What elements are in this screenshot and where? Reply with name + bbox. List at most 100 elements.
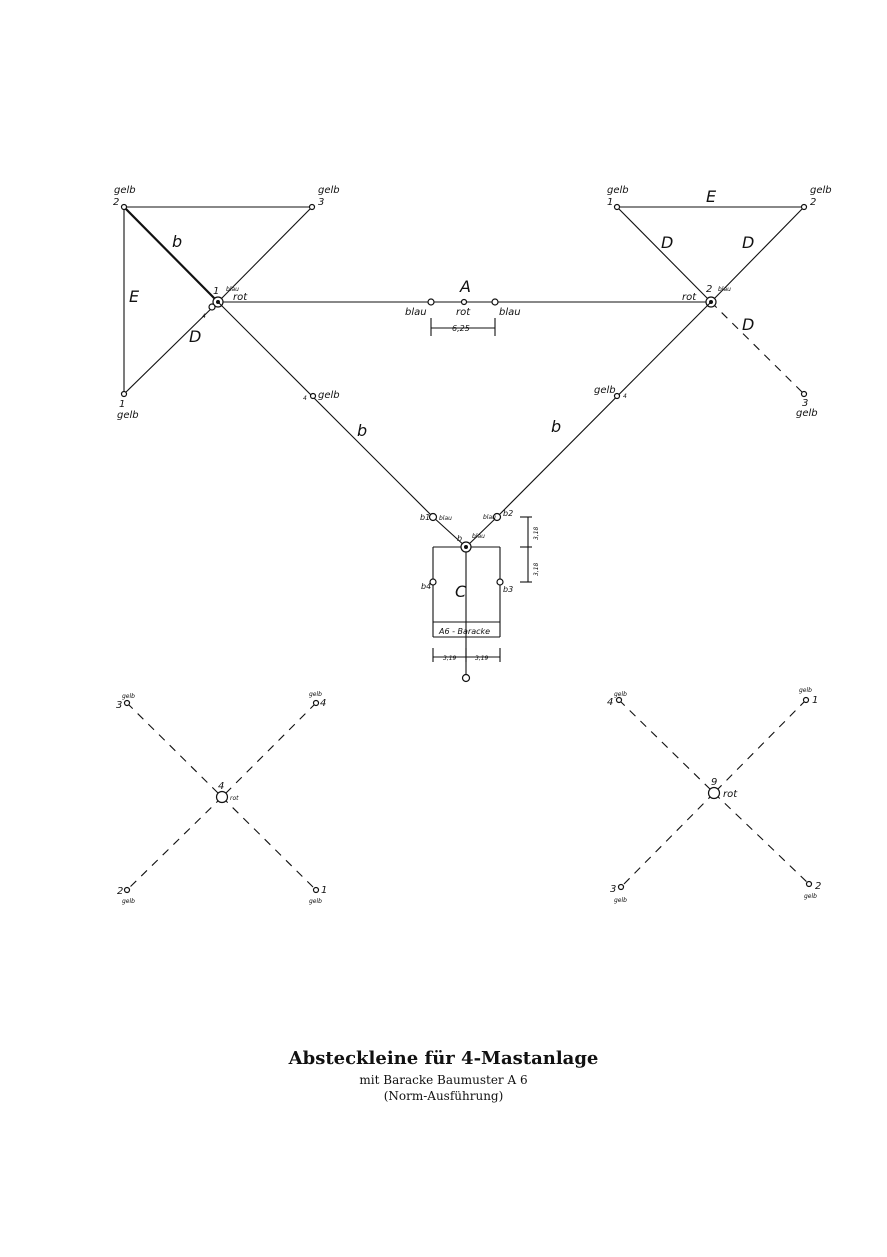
point-gelb-4-left (309, 392, 317, 400)
point-gelb-1-br (802, 696, 810, 704)
label-dim-center: 6,25 (452, 324, 470, 333)
label-gelb: gelb (114, 185, 136, 196)
x-dash-3 (620, 792, 715, 888)
point-gelb-2-tl (120, 203, 128, 211)
label-2: 2 (113, 197, 119, 208)
label-4: 4 (218, 781, 224, 792)
baracke-group: b1 blau b2 blau b blau b4 b3 C A6 - Bara… (420, 509, 540, 683)
label-1: 1 (812, 695, 818, 706)
label-9: 9 (711, 777, 717, 788)
label-gelb: gelb (318, 390, 340, 401)
label-rot: rot (230, 795, 239, 802)
label-b2: b2 (503, 509, 513, 518)
label-gelb: gelb (810, 185, 832, 196)
point-gelb-1-bl (312, 886, 320, 894)
label-2: 2 (815, 881, 821, 892)
label-3: 3 (318, 197, 324, 208)
label-3: 3 (610, 884, 616, 895)
point-rot-center (460, 298, 468, 306)
label-blau: blau (226, 286, 239, 293)
point-blau-right (491, 298, 499, 306)
label-gelb: gelb (309, 898, 322, 905)
label-blau: blau (439, 515, 452, 522)
x-dash-1 (126, 702, 223, 798)
point-gelb-3-tl (308, 203, 316, 211)
label-blau: blau (499, 307, 521, 318)
point-gelb-3-tr (800, 390, 808, 398)
label-4: 4 (320, 698, 326, 709)
label-blau: blau (483, 514, 496, 521)
point-gelb-4-br (615, 696, 623, 704)
point-gelb-4-right (613, 392, 621, 400)
x-dash-4 (221, 796, 317, 891)
label-gelb: gelb (318, 185, 340, 196)
label-b: b (551, 417, 561, 436)
label-gelb: gelb (799, 687, 812, 694)
label-b3: b3 (503, 585, 513, 594)
mast-1-aux (208, 303, 216, 311)
label-gelb: gelb (614, 897, 627, 904)
line-b-left-lower (217, 301, 434, 518)
label-e: E (129, 287, 140, 306)
label-e: E (706, 187, 717, 206)
label-3: 3 (116, 700, 122, 711)
x-dash-2 (713, 699, 807, 794)
x-dash-3 (126, 796, 223, 891)
label-gelb: gelb (607, 185, 629, 196)
x-dash-2 (221, 702, 317, 798)
point-blau-left (427, 298, 435, 306)
label-1: 1 (321, 885, 327, 896)
center-a-group: A blau rot blau 6,25 (405, 277, 521, 336)
label-gelb: gelb (117, 410, 139, 421)
point-gelb-2-br (805, 880, 813, 888)
label-1: 1 (119, 399, 125, 410)
caption-subtitle: mit Baracke Baumuster A 6 (359, 1073, 528, 1087)
label-baracke: A6 - Baracke (438, 627, 490, 636)
point-gelb-2-bl (123, 886, 131, 894)
line-b1-b (432, 516, 467, 548)
label-a: A (459, 277, 471, 296)
b-lines-group: 4 gelb gelb 4 b b (217, 301, 712, 518)
x-dash-4 (713, 792, 810, 885)
label-b: b (457, 534, 462, 543)
label-d: D (742, 233, 754, 252)
line-to-3-upper (217, 206, 313, 303)
label-gelb: gelb (614, 691, 627, 698)
point-b-inner (464, 545, 468, 549)
line-b-left-upper (123, 206, 219, 303)
label-1: 1 (607, 197, 613, 208)
label-gelb: gelb (309, 691, 322, 698)
label-4: 4 (303, 395, 307, 402)
point-b3 (496, 578, 504, 586)
line-d-right-right (710, 206, 805, 303)
label-2: 2 (117, 886, 123, 897)
mast-2-group: gelb 1 gelb 2 E D D D 2 rot blau 3 gelb (607, 185, 832, 419)
label-dim-318: 3,18 (533, 562, 540, 576)
point-gelb-4-bl (312, 699, 320, 707)
mast-9 (707, 786, 721, 800)
label-dim-318: 3,18 (533, 526, 540, 540)
label-dim-319: 3,19 (443, 655, 457, 662)
line-d-right-left (616, 206, 712, 303)
point-gelb-1-tl (120, 390, 128, 398)
label-4: 4 (623, 393, 627, 400)
point-gelb-2-tr (800, 203, 808, 211)
caption-block: Absteckleine für 4-Mastanlage mit Barack… (0, 1048, 887, 1103)
point-gelb-3-bl (123, 699, 131, 707)
label-gelb: gelb (122, 693, 135, 700)
label-d: D (189, 327, 201, 346)
label-1: 1 (213, 286, 219, 297)
label-d: D (661, 233, 673, 252)
label-2: 2 (706, 284, 712, 295)
line-b-right-lower (496, 301, 712, 518)
label-gelb: gelb (594, 385, 616, 396)
label-gelb: gelb (122, 898, 135, 905)
line-b2-b (465, 516, 498, 548)
x-dash-1 (618, 699, 715, 794)
label-blau: blau (472, 533, 485, 540)
label-rot: rot (456, 307, 471, 318)
mast-4 (215, 790, 229, 804)
caption-note: (Norm-Ausführung) (383, 1089, 504, 1103)
point-b4 (429, 578, 437, 586)
